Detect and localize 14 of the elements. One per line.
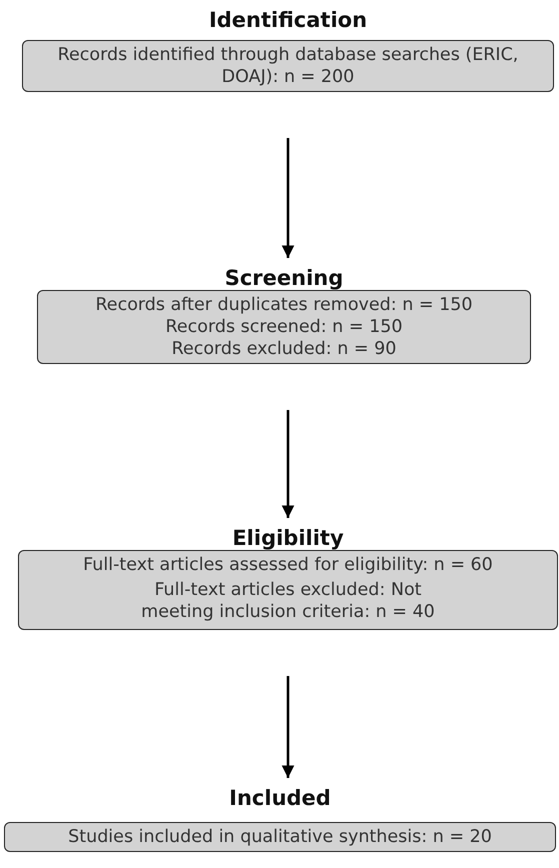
stage-heading: Included xyxy=(229,786,331,810)
box-text: Studies included in qualitative synthesis: n = 20 xyxy=(68,826,492,848)
box-text: Records after duplicates removed: n = 150 xyxy=(95,294,473,316)
box-text: Records screened: n = 150 xyxy=(166,316,402,338)
box-text: Full-text articles assessed for eligibility: n = 60 xyxy=(83,554,493,576)
stage-heading: Screening xyxy=(224,266,344,290)
arrow xyxy=(282,410,294,518)
box-text: Records excluded: n = 90 xyxy=(172,338,396,360)
box-text: Full-text articles excluded: Not meeting inclusion criteria: n = 40 xyxy=(140,579,436,624)
box-text: Records identified through database searches (ERIC, DOAJ): n = 200 xyxy=(56,44,520,88)
stage-heading: Identification xyxy=(208,8,368,32)
arrow xyxy=(282,676,294,778)
arrow xyxy=(282,138,294,258)
stage-heading: Eligibility xyxy=(232,526,344,550)
